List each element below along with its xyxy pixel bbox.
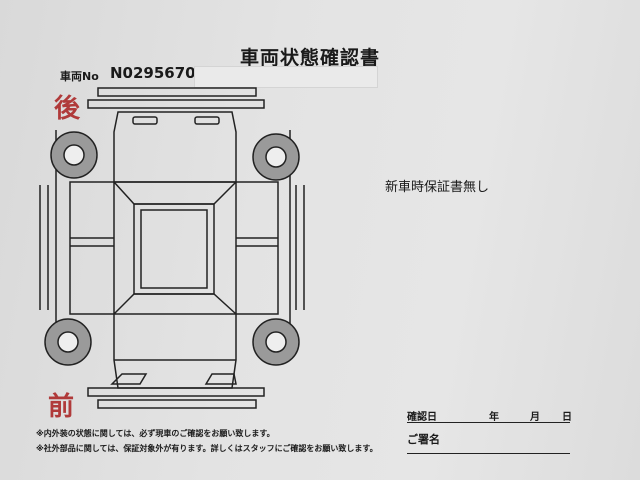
vehicle-number-label: 車両No [60, 70, 99, 83]
day-label: 日 [562, 412, 572, 423]
rear-light-left [132, 116, 158, 125]
confirm-date-field: 確認日 年 月 日 [407, 408, 572, 423]
front-bumper [87, 387, 265, 397]
signature-field: ご署名 [407, 431, 570, 454]
headlights [110, 373, 237, 385]
front-bumper-lower [97, 399, 257, 409]
rear-light-right [194, 116, 220, 125]
year-label: 年 [489, 412, 499, 423]
wheel-icons [44, 131, 300, 366]
door-lines [70, 237, 278, 247]
roof-inner [140, 209, 208, 289]
warranty-remark: 新車時保証書無し [385, 180, 490, 195]
body-outline [69, 181, 279, 315]
side-left [39, 185, 49, 310]
roof [133, 203, 215, 295]
note-2: ※社外部品に関しては、保証対象外が有ります。詳しくはスタッフにご確認をお願い致し… [36, 444, 378, 453]
note-1: ※内外装の状態に関しては、必ず現車のご確認をお願い致します。 [36, 429, 275, 438]
side-right [295, 185, 305, 310]
month-label: 月 [530, 412, 540, 423]
rear-bumper [97, 87, 257, 97]
rear-label: 後 [54, 94, 81, 124]
signature-label: ご署名 [407, 433, 440, 446]
front-label: 前 [48, 392, 75, 422]
vehicle-number: N0295670 [110, 64, 196, 82]
front-section [113, 314, 237, 389]
redacted-field [194, 66, 378, 88]
rear-bumper-lower [87, 99, 265, 109]
document-title: 車両状態確認書 [240, 47, 381, 69]
confirm-date-label: 確認日 [407, 412, 437, 423]
